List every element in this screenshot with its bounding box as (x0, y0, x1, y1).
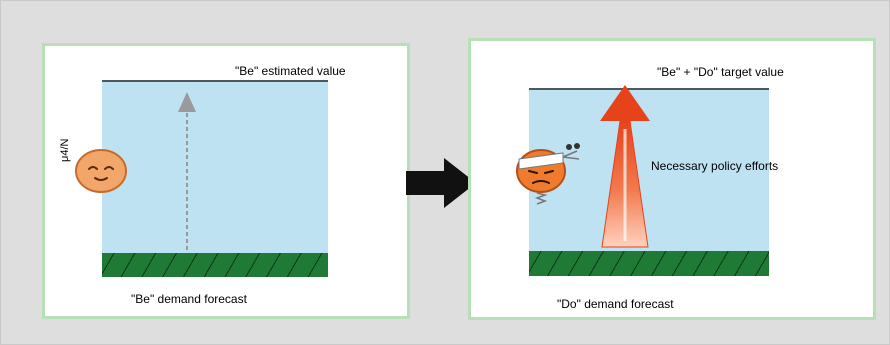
be-dashed-arrow (167, 86, 227, 276)
policy-effort-arrow-head (600, 85, 650, 121)
be-top-label: "Be" estimated value (235, 64, 346, 78)
be-bottom-label: "Be" demand forecast (131, 292, 247, 306)
be-y-axis-label: μ4/N (59, 139, 71, 162)
be-do-bottom-label: "Do" demand forecast (557, 297, 674, 311)
policy-efforts-label: Necessary policy efforts (651, 159, 778, 173)
determined-face-icon (511, 141, 587, 213)
be-dashed-arrow-head (178, 92, 196, 112)
policy-effort-arrow (590, 81, 660, 271)
smiling-face-icon (73, 147, 129, 195)
be-do-panel: "Be" + "Do" target value Necessary polic… (468, 38, 876, 320)
right-arrow-icon (406, 158, 476, 208)
be-estimated-line (102, 80, 328, 82)
be-do-top-label: "Be" + "Do" target value (657, 65, 784, 79)
be-panel: "Be" estimated value "Be" demand forecas… (42, 43, 410, 319)
